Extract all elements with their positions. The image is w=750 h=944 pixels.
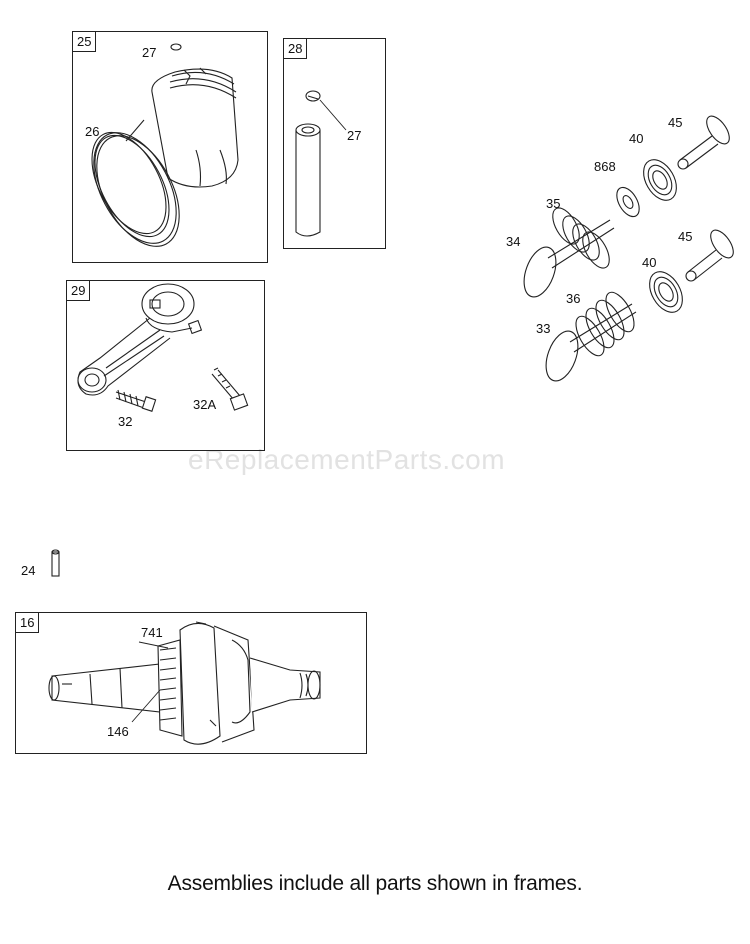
callout-crank-gear: 741: [141, 625, 163, 640]
frame-number: 16: [16, 613, 40, 633]
rod-bolt-alt-drawing: [211, 367, 249, 411]
valve-cap-upper-drawing: [643, 159, 677, 201]
spring-lower-drawing: [575, 291, 635, 357]
frame-crankshaft: 16: [15, 612, 367, 754]
frame-piston-pin: 28: [283, 38, 386, 249]
dowel-drawing: [51, 549, 60, 577]
callout-spring-lower: 36: [566, 291, 581, 306]
callout-lifter-lower: 45: [678, 229, 693, 244]
callout-intake-valve: 34: [506, 234, 521, 249]
watermark: eReplacementParts.com: [188, 444, 506, 475]
caption: Assemblies include all parts shown in fr…: [167, 872, 583, 895]
frame-piston: 25: [72, 31, 268, 263]
piston-drawing: [151, 67, 239, 188]
exhaust-valve-drawing: [545, 303, 637, 382]
callout-spring-upper: 35: [546, 196, 561, 211]
callout-rod-bolt: 32: [118, 414, 133, 429]
leader-lines: [131, 99, 347, 723]
callout-lifter-upper: 45: [668, 115, 683, 130]
frame-number: 25: [73, 32, 97, 52]
spring-upper-drawing: [552, 207, 610, 269]
piston-rings-drawing: [91, 119, 180, 247]
callout-pin-clip: 27: [347, 128, 362, 143]
callout-retainer: 868: [594, 159, 616, 174]
lifter-upper-drawing: [677, 115, 730, 170]
ring-clip-drawing: [170, 43, 182, 51]
retainer-drawing: [616, 186, 640, 218]
callout-exhaust-valve: 33: [536, 321, 551, 336]
callout-cap-lower: 40: [642, 255, 657, 270]
callout-crank-key: 146: [107, 724, 129, 739]
intake-valve-drawing: [523, 219, 615, 298]
frame-number: 28: [284, 39, 308, 59]
frame-number: 29: [67, 281, 91, 301]
callout-dowel: 24: [21, 563, 36, 578]
connecting-rod-drawing: [77, 283, 203, 396]
frame-connecting-rod: 29: [66, 280, 265, 451]
callout-piston-rings: 26: [85, 124, 100, 139]
callout-cap-upper: 40: [629, 131, 644, 146]
valve-cap-lower-drawing: [649, 271, 683, 313]
crankshaft-drawing: [48, 621, 321, 745]
lifter-lower-drawing: [685, 229, 734, 282]
callout-ring-clip: 27: [142, 45, 157, 60]
callout-rod-bolt-alt: 32A: [193, 397, 217, 412]
rod-bolt-drawing: [115, 389, 157, 412]
piston-pin-drawing: [295, 90, 321, 237]
